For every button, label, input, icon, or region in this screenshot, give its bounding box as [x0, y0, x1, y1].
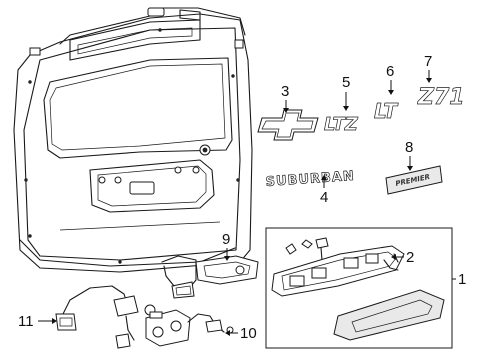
license-area: [89, 159, 215, 213]
callout-10: 10: [240, 325, 257, 342]
callout-3: 3: [281, 83, 289, 100]
release-switch-10: [145, 309, 234, 347]
suburban-nameplate: SUBURBAN: [265, 168, 356, 190]
wiring-harness-11: [55, 285, 156, 349]
premier-badge: PREMIER: [385, 165, 443, 195]
bowtie-emblem: [257, 109, 319, 141]
callout-9: 9: [222, 231, 230, 248]
lt-emblem-text: LT: [374, 99, 398, 123]
ltz-emblem: LTZ: [324, 114, 359, 136]
liftgate: [13, 7, 253, 273]
callout-8: 8: [405, 139, 413, 156]
callout-1: 1: [458, 271, 466, 288]
lt-emblem: LT: [374, 99, 399, 124]
z71-emblem-text: Z71: [417, 85, 465, 110]
liftgate-glass: [43, 57, 233, 159]
license-lamp-camera: [161, 255, 259, 299]
callout-4: 4: [320, 189, 328, 206]
callout-6: 6: [386, 63, 394, 80]
callouts: 3 5 6 7 4 8 9 2 1 11: [18, 53, 466, 342]
ltz-emblem-text: LTZ: [324, 114, 359, 135]
suburban-nameplate-text: SUBURBAN: [265, 169, 355, 190]
handle-assembly-box: [265, 227, 453, 349]
callout-5: 5: [342, 74, 350, 91]
callout-11: 11: [18, 313, 34, 330]
callout-2: 2: [406, 249, 414, 266]
z71-emblem: Z71: [417, 85, 465, 111]
callout-7: 7: [424, 53, 432, 70]
